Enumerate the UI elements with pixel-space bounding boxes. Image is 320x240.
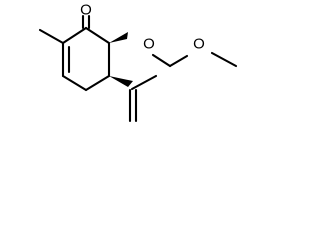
bond-c3-c4 [61, 74, 88, 92]
bond-c4-c5 [84, 74, 111, 92]
chemical-structure: O O O [38, 2, 238, 123]
bond-c1-c6 [84, 26, 111, 45]
methoxymethyl-chain [151, 51, 238, 68]
bond-o-ch2 [151, 53, 172, 68]
wedge-c6-o [109, 32, 128, 43]
ketone-double-bond [81, 14, 91, 30]
bond-c1-c2 [61, 26, 88, 45]
bond-o-ch3 [210, 51, 238, 68]
wedge-c5-isopropenyl [109, 76, 133, 87]
ether-oxygen-label-2: O [193, 36, 205, 53]
bond-to-methyl [130, 74, 158, 91]
ether-oxygen-label-1: O [143, 36, 155, 53]
isopropenyl-group [128, 74, 158, 123]
bond-ch2-o [168, 54, 189, 68]
ring-bonds [61, 26, 111, 92]
bond-methyl [38, 28, 65, 45]
ketone-oxygen-label: O [80, 2, 92, 19]
